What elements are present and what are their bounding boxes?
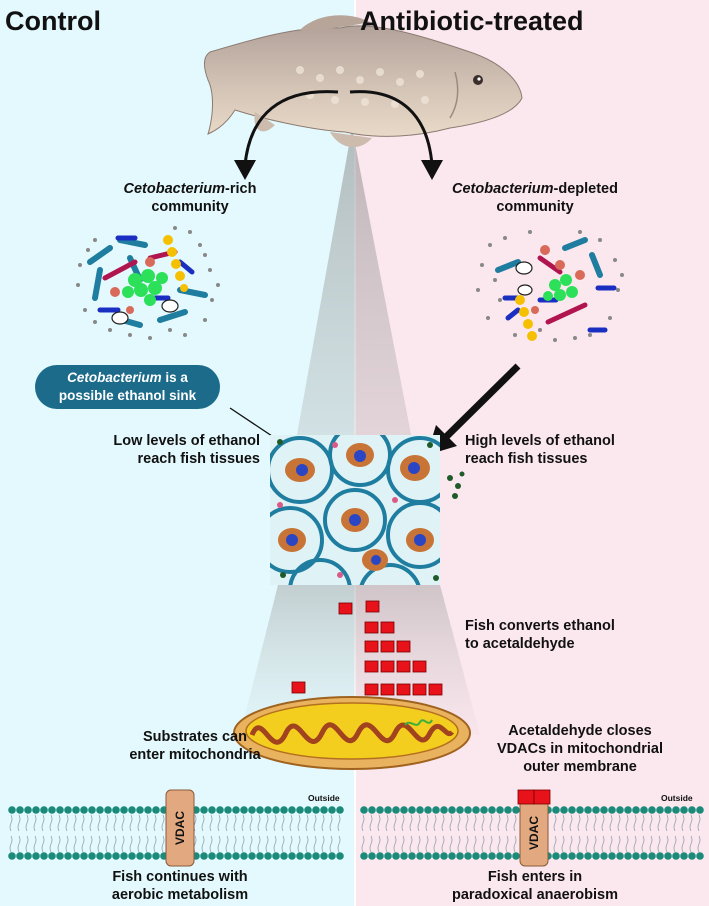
right-community-label: Cetobacterium-depleted community — [420, 180, 650, 216]
acetaldehyde-squares — [291, 600, 443, 696]
right-outcome-label: Fish enters in paradoxical anaerobism — [410, 868, 660, 904]
left-community-line2: community — [151, 199, 229, 215]
low-ethanol-label: Low levels of ethanol reach fish tissues — [60, 432, 260, 468]
conversion-line2: to acetaldehyde — [465, 636, 575, 652]
treated-heading: Antibiotic-treated — [360, 6, 584, 36]
arrow-head-right — [421, 160, 443, 180]
vdac-right-label: VDAC — [527, 815, 541, 851]
left-outcome-line2: aerobic metabolism — [111, 887, 249, 903]
left-outcome-label: Fish continues with aerobic metabolism — [60, 868, 300, 904]
outside-label-right: Outside — [661, 793, 693, 803]
left-outcome-line1: Fish continues with — [112, 869, 248, 885]
acetaldehyde-label: Acetaldehyde closes VDACs in mitochondri… — [460, 722, 700, 776]
vdac-block-2 — [533, 789, 551, 805]
right-community-suffix: -depleted — [553, 181, 618, 197]
low-ethanol-line1: Low levels of ethanol — [113, 433, 260, 449]
low-ethanol-line2: reach fish tissues — [137, 451, 261, 467]
substrates-label: Substrates can enter mitochondria — [110, 728, 280, 764]
ethanol-particles — [447, 471, 465, 499]
acetaldehyde-line3: outer membrane — [523, 759, 637, 775]
conversion-line1: Fish converts ethanol — [465, 618, 615, 634]
right-community-line2: community — [496, 199, 574, 215]
membrane-left-bilayer — [8, 806, 344, 860]
sink-line2: possible ethanol sink — [58, 388, 197, 403]
acetaldehyde-line2: VDACs in mitochondrial — [497, 741, 663, 757]
vdac-left-channel — [165, 789, 195, 867]
thick-arrow-high-ethanol — [442, 363, 521, 441]
control-heading: Control — [5, 6, 101, 36]
sink-rest: is a — [161, 370, 188, 385]
high-ethanol-line1: High levels of ethanol — [465, 433, 615, 449]
high-ethanol-label: High levels of ethanol reach fish tissue… — [465, 432, 665, 468]
vdac-left-label: VDAC — [173, 810, 187, 846]
left-community-label: Cetobacterium-rich community — [90, 180, 290, 216]
arrow-to-left-community — [243, 90, 339, 166]
sink-genus: Cetobacterium — [67, 370, 162, 385]
outside-label-left: Outside — [308, 793, 340, 803]
mitochondrion-icon — [233, 696, 471, 770]
arrow-to-right-community — [349, 90, 434, 166]
arrow-head-left — [234, 160, 256, 180]
left-community-suffix: -rich — [225, 181, 257, 197]
cetobacterium-depleted-community — [476, 230, 624, 342]
right-community-genus: Cetobacterium — [452, 181, 554, 197]
fish-tissue-image — [270, 435, 440, 585]
ethanol-sink-pill: Cetobacterium is a possible ethanol sink — [35, 365, 220, 409]
left-community-genus: Cetobacterium — [123, 181, 226, 197]
substrates-line1: Substrates can — [143, 729, 247, 745]
high-ethanol-line2: reach fish tissues — [465, 451, 588, 467]
right-outcome-line2: paradoxical anaerobism — [451, 887, 618, 903]
fish-icon — [203, 15, 523, 148]
conversion-label: Fish converts ethanol to acetaldehyde — [465, 617, 685, 653]
right-outcome-line1: Fish enters in — [487, 869, 583, 885]
zoom-beam-bottom — [240, 585, 480, 735]
cetobacterium-rich-community — [76, 226, 220, 340]
vdac-block-1 — [517, 789, 535, 805]
acetaldehyde-line1: Acetaldehyde closes — [508, 723, 652, 739]
substrates-line2: enter mitochondria — [129, 747, 261, 763]
